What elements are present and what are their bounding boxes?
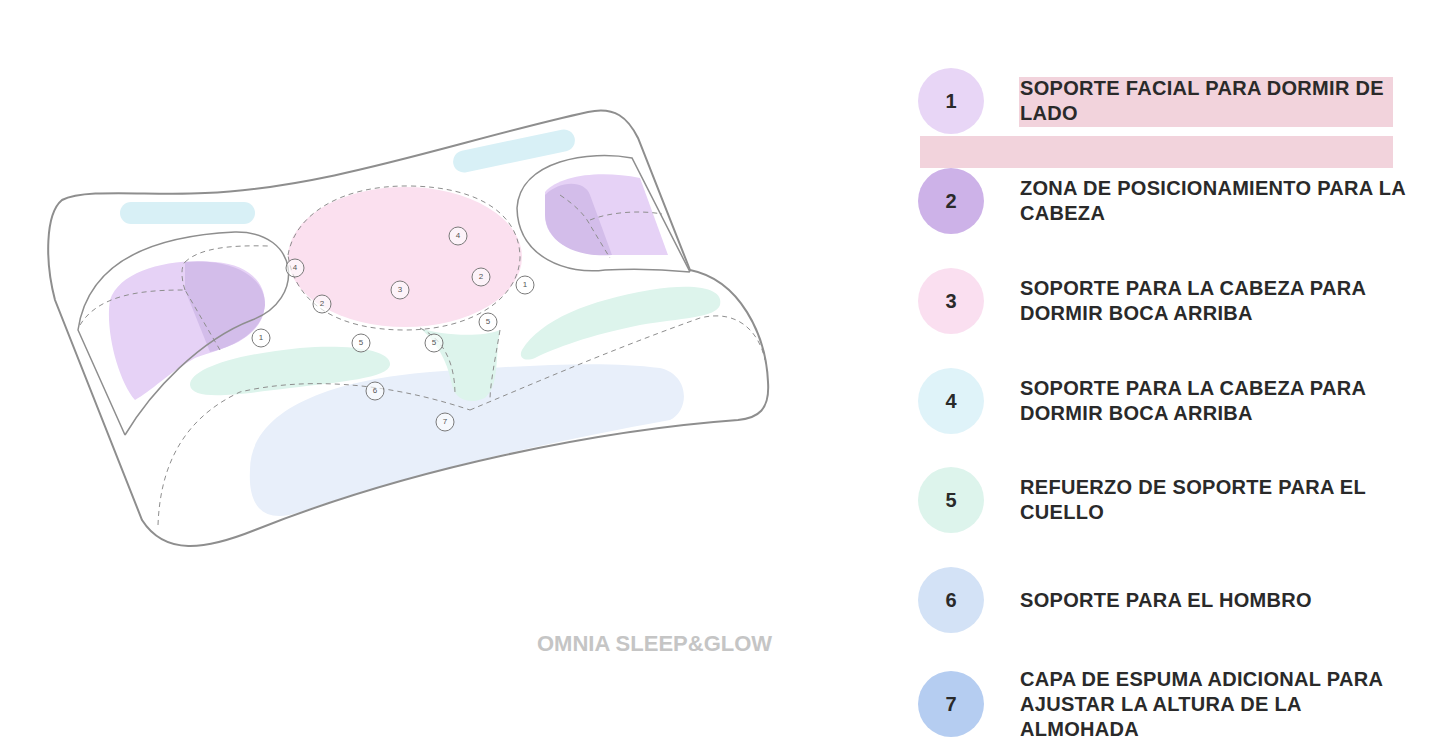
- legend-swatch: 6: [918, 567, 984, 633]
- face-support-right: [545, 174, 668, 255]
- legend-number: 6: [945, 589, 956, 612]
- dashed-zone: [470, 316, 765, 410]
- legend-swatch: 7: [918, 671, 984, 737]
- callout-number: 5: [479, 313, 497, 331]
- legend-number: 3: [945, 290, 956, 313]
- callout-circle: [313, 295, 331, 313]
- callout-circle: [472, 268, 490, 286]
- dashed-zone: [182, 262, 185, 290]
- side-band: [120, 202, 255, 224]
- callout-number: 2: [313, 295, 331, 313]
- neck-support-center: [420, 328, 500, 401]
- dashed-zone: [560, 195, 610, 258]
- callout-number: 7: [436, 413, 454, 431]
- callout-number: 1: [516, 276, 534, 294]
- legend-row: 5 REFUERZO DE SOPORTE PARA EL CUELLO: [918, 458, 1418, 542]
- legend-text: SOPORTE PARA EL HOMBRO: [1020, 588, 1412, 613]
- callout-circle: [516, 276, 534, 294]
- legend-number: 5: [945, 489, 956, 512]
- callout-number: 6: [366, 382, 384, 400]
- dashed-zone: [158, 384, 470, 525]
- side-band: [451, 127, 577, 174]
- highlight-band: [920, 136, 1393, 168]
- legend-text: SOPORTE PARA LA CABEZA PARA DORMIR BOCA …: [1020, 376, 1412, 426]
- callout-number: 5: [425, 334, 443, 352]
- callout-circle: [286, 259, 304, 277]
- callout-number: 2: [472, 268, 490, 286]
- callout-circle: [352, 334, 370, 352]
- legend-text: REFUERZO DE SOPORTE PARA EL CUELLO: [1020, 475, 1412, 525]
- watermark: OMNIA SLEEP&GLOW: [537, 631, 772, 657]
- legend-row: 1 SOPORTE FACIAL PARA DORMIR DE LADO: [918, 59, 1418, 143]
- callout-number: 4: [449, 227, 467, 245]
- callout-circle: [252, 329, 270, 347]
- legend-row: 2 ZONA DE POSICIONAMIENTO PARA LA CABEZA: [918, 159, 1418, 243]
- dashed-zone: [80, 290, 220, 350]
- legend-number: 1: [945, 90, 956, 113]
- callout-number: 4: [286, 259, 304, 277]
- callout-number: 3: [391, 281, 409, 299]
- callout-circle: [425, 334, 443, 352]
- legend-number: 4: [945, 390, 956, 413]
- callout-number: 1: [252, 329, 270, 347]
- callout-circle: [436, 413, 454, 431]
- pillow-outline: [48, 110, 768, 546]
- legend-row: 3 SOPORTE PARA LA CABEZA PARA DORMIR BOCA…: [918, 259, 1418, 343]
- side-wall-right: [517, 156, 690, 272]
- legend-text: CAPA DE ESPUMA ADICIONAL PARA AJUSTAR LA…: [1020, 667, 1412, 742]
- callout-circle: [391, 281, 409, 299]
- legend-text: ZONA DE POSICIONAMIENTO PARA LA CABEZA: [1020, 176, 1412, 226]
- legend-swatch: 2: [918, 168, 984, 234]
- callout-number: 5: [352, 334, 370, 352]
- head-support-zone: [288, 187, 522, 327]
- legend-text: SOPORTE PARA LA CABEZA PARA DORMIR BOCA …: [1020, 276, 1412, 326]
- side-wall-left: [78, 232, 289, 435]
- dashed-zone: [490, 330, 500, 400]
- neck-support-left: [190, 347, 390, 395]
- neck-support-right: [521, 287, 721, 360]
- legend-number: 2: [945, 190, 956, 213]
- legend-number: 7: [945, 693, 956, 716]
- dashed-zone: [185, 246, 268, 262]
- legend-row: 6 SOPORTE PARA EL HOMBRO: [918, 558, 1418, 642]
- callout-circle: [479, 313, 497, 331]
- legend-text: SOPORTE FACIAL PARA DORMIR DE LADO: [1020, 76, 1412, 126]
- legend-swatch: 3: [918, 268, 984, 334]
- dashed-zone: [420, 328, 455, 395]
- legend-swatch: 4: [918, 368, 984, 434]
- legend-row: 7 CAPA DE ESPUMA ADICIONAL PARA AJUSTAR L…: [918, 662, 1418, 746]
- legend-swatch: 1: [918, 68, 984, 134]
- legend-row: 4 SOPORTE PARA LA CABEZA PARA DORMIR BOCA…: [918, 359, 1418, 443]
- callout-circle: [366, 382, 384, 400]
- dashed-zone: [590, 212, 662, 220]
- callout-circle: [449, 227, 467, 245]
- dashed-zone: [288, 186, 520, 330]
- legend-swatch: 5: [918, 467, 984, 533]
